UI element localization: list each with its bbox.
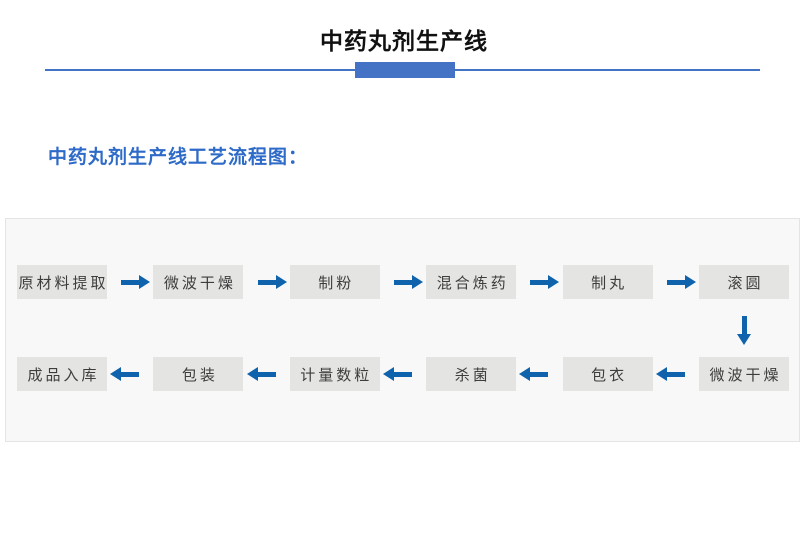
arrow-left-icon — [380, 371, 426, 377]
flow-step-label: 成品入库 — [27, 366, 100, 384]
arrow-right-icon — [380, 279, 426, 285]
flow-step-powdering: 制粉 — [289, 265, 380, 299]
arrow-right-icon — [653, 279, 699, 285]
flow-step-label: 包装 — [181, 366, 218, 384]
flow-step-label: 包衣 — [591, 366, 628, 384]
flow-step-rounding: 滚圆 — [699, 265, 790, 299]
flow-step-packaging: 包装 — [153, 357, 244, 391]
arrow-left-icon — [653, 371, 699, 377]
arrow-left-icon — [516, 371, 562, 377]
flow-step-coating: 包衣 — [562, 357, 653, 391]
flow-step-label: 微波干燥 — [163, 274, 236, 292]
flowchart-panel: 原材料提取 微波干燥 制粉 混合炼药 制丸 滚圆 成品入库 包装 计量数粒 杀菌… — [5, 218, 800, 442]
flow-step-label: 杀菌 — [454, 366, 491, 384]
flow-step-label: 滚圆 — [727, 274, 764, 292]
flow-step-label: 计量数粒 — [300, 366, 373, 384]
flow-step-mixing: 混合炼药 — [426, 265, 517, 299]
divider-accent-rect — [355, 62, 455, 78]
flow-step-label: 制粉 — [318, 274, 355, 292]
flowchart-row-2: 成品入库 包装 计量数粒 杀菌 包衣 微波干燥 — [6, 357, 799, 391]
arrow-right-icon — [516, 279, 562, 285]
flow-step-counting: 计量数粒 — [289, 357, 380, 391]
flow-step-microwave-drying-2: 微波干燥 — [699, 357, 790, 391]
arrow-left-icon — [107, 371, 153, 377]
arrow-right-icon — [243, 279, 289, 285]
flow-step-microwave-drying-1: 微波干燥 — [153, 265, 244, 299]
flow-step-warehousing: 成品入库 — [17, 357, 107, 391]
arrow-right-icon — [107, 279, 153, 285]
page-title: 中药丸剂生产线 — [320, 28, 488, 54]
arrow-left-icon — [243, 371, 289, 377]
flowchart-row-1: 原材料提取 微波干燥 制粉 混合炼药 制丸 滚圆 — [6, 265, 799, 299]
flow-step-label: 原材料提取 — [18, 274, 109, 292]
flow-step-label: 混合炼药 — [436, 274, 509, 292]
section-heading: 中药丸剂生产线工艺流程图： — [48, 147, 309, 168]
flow-step-label: 制丸 — [591, 274, 628, 292]
flow-step-label: 微波干燥 — [709, 366, 782, 384]
arrow-down-icon — [699, 316, 789, 334]
flow-step-pill-making: 制丸 — [562, 265, 653, 299]
flow-step-sterilization: 杀菌 — [426, 357, 517, 391]
flow-step-raw-material: 原材料提取 — [17, 265, 107, 299]
